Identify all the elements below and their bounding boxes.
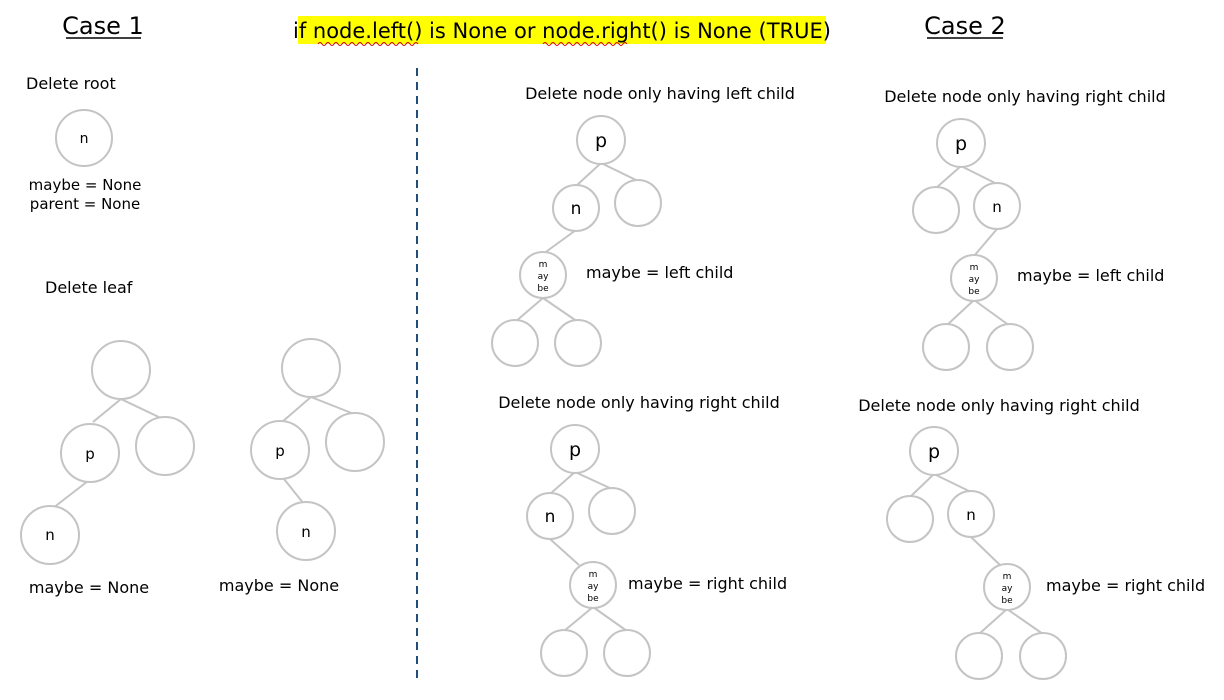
leaf-b-sibling-node xyxy=(325,412,385,472)
left-top-p-label: p xyxy=(595,130,607,152)
left-top-n-label: n xyxy=(571,199,582,219)
right-top-maybe-text: maybe = left child xyxy=(1017,266,1164,285)
leaf-b-n-label: n xyxy=(301,523,311,541)
left-bottom-gc-right-node xyxy=(603,629,651,677)
left-bottom-n-label: n xyxy=(545,507,556,527)
right-bottom-p-node xyxy=(909,426,959,476)
right-bottom-maybe-l3: be xyxy=(1001,596,1013,606)
leaf-b-p-label: p xyxy=(275,442,285,460)
right-top-maybe-l1: m xyxy=(970,263,979,273)
leaf-b-n-node xyxy=(276,501,336,561)
root-node-label: n xyxy=(80,131,89,147)
right-bottom-gc-left-node xyxy=(955,632,1003,680)
right-top-p-node xyxy=(936,118,986,168)
right-top-maybe-node xyxy=(950,254,998,302)
right-top-p-label: p xyxy=(955,133,967,155)
leaf-a-sibling-node xyxy=(135,416,195,476)
condition-text: if node.left() is None or node.right() i… xyxy=(293,19,831,43)
left-top-p-node xyxy=(576,115,626,165)
left-top-gc-right-node xyxy=(554,319,602,367)
right-top-tree: p n m ay be xyxy=(912,118,1034,371)
right-bottom-maybe-l1: m xyxy=(1003,572,1012,582)
leaf-tree-a: p n xyxy=(20,340,195,565)
delete-leaf-title: Delete leaf xyxy=(45,278,133,297)
leaf-b-p-node xyxy=(250,420,310,480)
left-top-title: Delete node only having left child xyxy=(525,84,795,103)
spell-squiggle-2 xyxy=(542,42,628,46)
leaf-a-p-label: p xyxy=(85,445,95,463)
leaf-a-n-label: n xyxy=(45,526,55,544)
leaf-b-root-node xyxy=(281,338,341,398)
left-bottom-sibling-node xyxy=(588,487,636,535)
root-maybe-text: maybe = None xyxy=(29,176,142,194)
root-node-n xyxy=(55,109,113,167)
left-top-tree: p n m ay be xyxy=(491,115,662,367)
left-top-gc-left-node xyxy=(491,319,539,367)
right-top-maybe-l3: be xyxy=(968,287,980,297)
left-bottom-maybe-text: maybe = right child xyxy=(628,574,787,593)
left-top-n-node xyxy=(552,184,600,232)
right-bottom-maybe-l2: ay xyxy=(1002,584,1014,594)
left-top-maybe-node xyxy=(519,251,567,299)
right-top-n-node xyxy=(973,182,1021,230)
left-top-maybe-l3: be xyxy=(537,284,549,294)
left-bottom-title: Delete node only having right child xyxy=(498,393,780,412)
leaf-b-maybe-text: maybe = None xyxy=(219,576,339,595)
leaf-tree-b: p n xyxy=(250,338,385,561)
right-top-n-label: n xyxy=(992,198,1002,216)
right-top-sibling-node xyxy=(912,186,960,234)
case1-heading: Case 1 xyxy=(62,12,144,40)
right-top-gc-left-node xyxy=(922,323,970,371)
right-bottom-gc-right-node xyxy=(1019,632,1067,680)
delete-root-title: Delete root xyxy=(26,74,116,93)
right-bottom-maybe-node xyxy=(983,563,1031,611)
right-bottom-n-node xyxy=(947,490,995,538)
left-bottom-tree: p n m ay be xyxy=(526,424,651,677)
right-bottom-maybe-text: maybe = right child xyxy=(1046,576,1205,595)
leaf-a-maybe-text: maybe = None xyxy=(29,578,149,597)
right-top-title: Delete node only having right child xyxy=(884,87,1166,106)
right-bottom-p-label: p xyxy=(928,441,940,463)
left-bottom-maybe-l2: ay xyxy=(588,582,600,592)
right-bottom-n-label: n xyxy=(966,506,976,524)
left-bottom-maybe-l1: m xyxy=(589,570,598,580)
right-bottom-sibling-node xyxy=(886,495,934,543)
right-top-maybe-l2: ay xyxy=(969,275,981,285)
right-bottom-title: Delete node only having right child xyxy=(858,396,1140,415)
left-top-maybe-text: maybe = left child xyxy=(586,263,733,282)
left-bottom-p-label: p xyxy=(569,439,581,461)
condition-highlight xyxy=(298,16,826,44)
left-bottom-maybe-l3: be xyxy=(587,594,599,604)
leaf-a-p-node xyxy=(60,423,120,483)
leaf-a-root-node xyxy=(91,340,151,400)
left-bottom-n-node xyxy=(526,492,574,540)
left-bottom-gc-left-node xyxy=(540,629,588,677)
spell-squiggle-1 xyxy=(317,42,419,46)
right-bottom-tree: p n m ay be xyxy=(886,426,1067,680)
left-top-maybe-l2: ay xyxy=(538,272,550,282)
right-top-gc-right-node xyxy=(986,323,1034,371)
left-top-sibling-node xyxy=(614,179,662,227)
case2-heading: Case 2 xyxy=(924,12,1006,40)
left-bottom-maybe-node xyxy=(569,561,617,609)
left-bottom-p-node xyxy=(550,424,600,474)
root-parent-text: parent = None xyxy=(30,195,140,213)
leaf-a-n-node xyxy=(20,505,80,565)
left-top-maybe-l1: m xyxy=(539,260,548,270)
